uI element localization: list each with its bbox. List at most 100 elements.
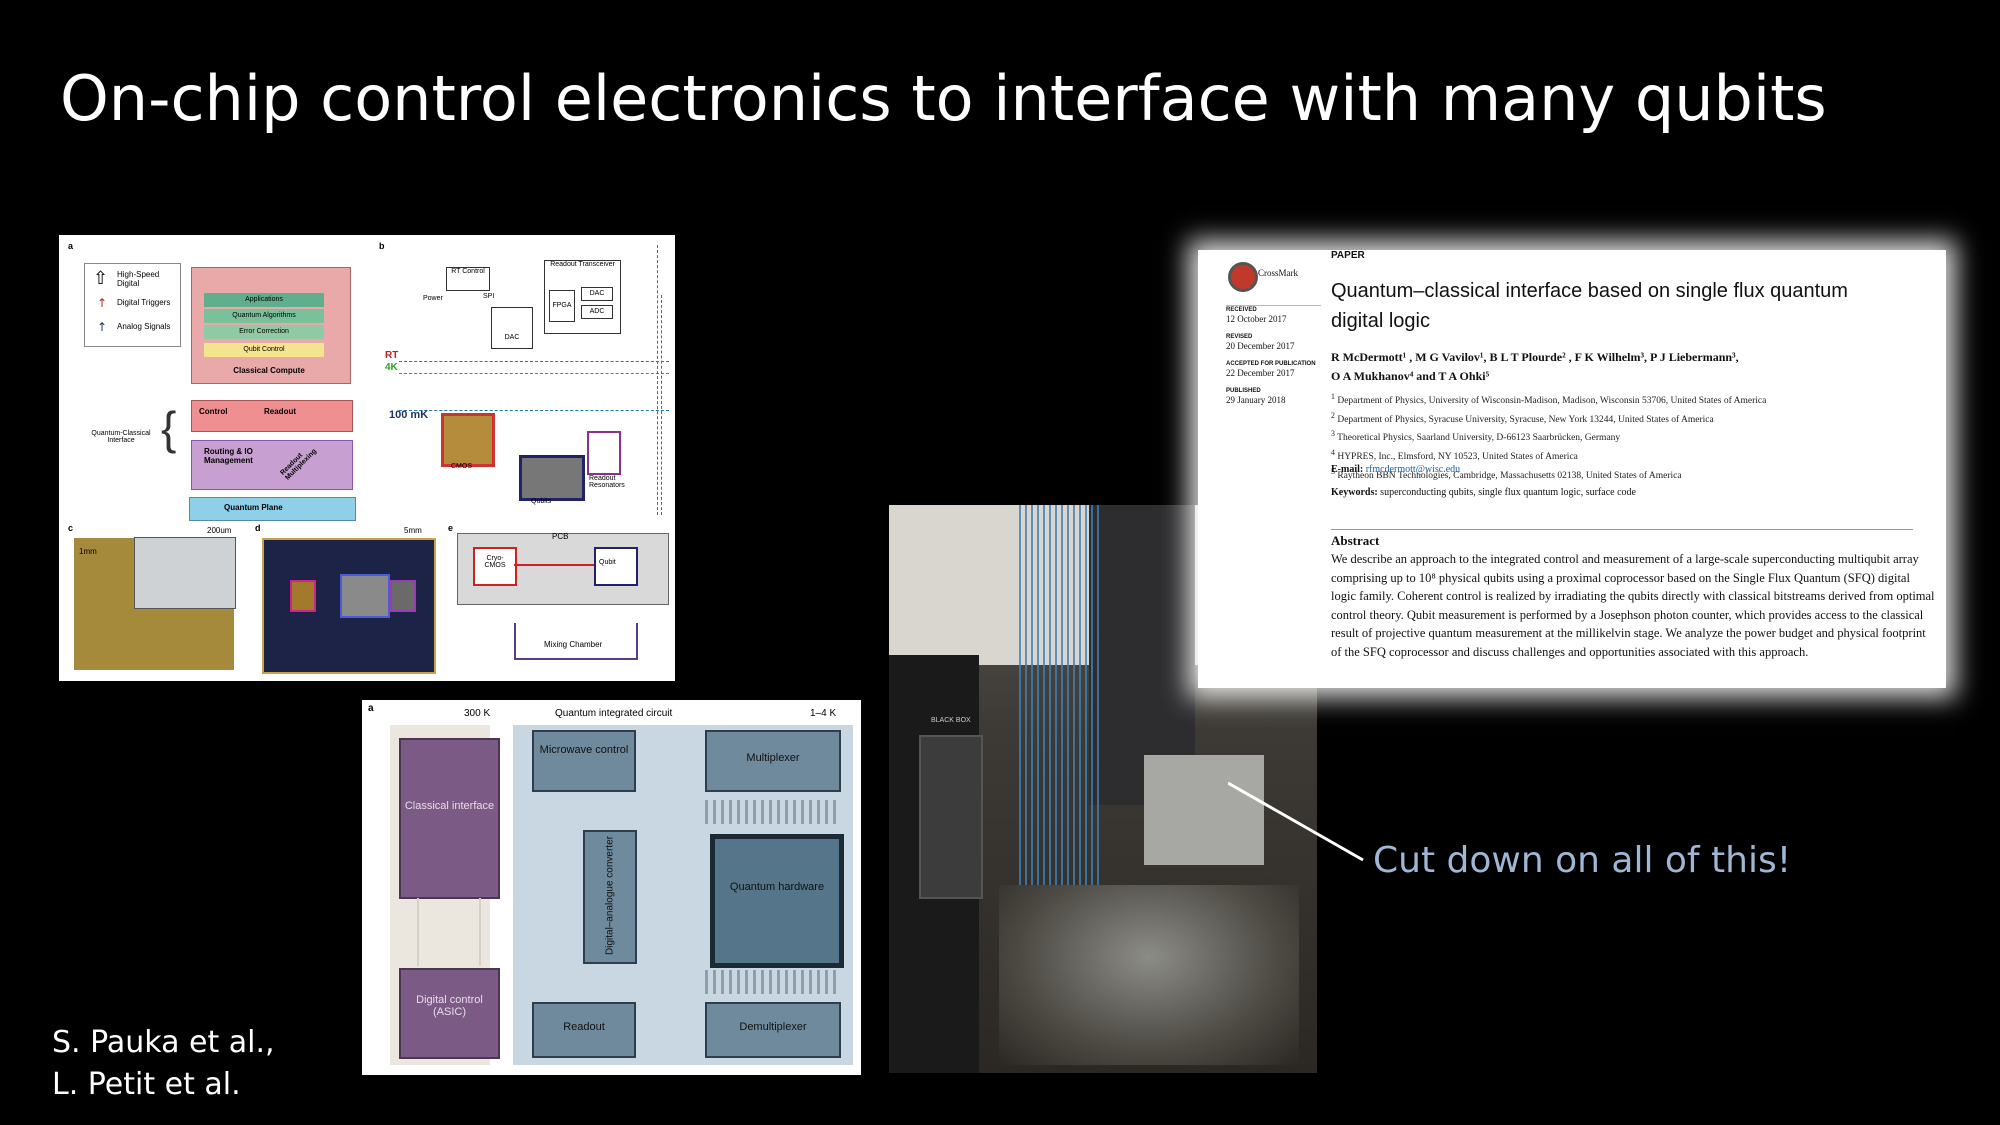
panel-label-d: d bbox=[255, 523, 261, 533]
readout-transceiver-box: Readout Transceiver bbox=[544, 260, 621, 334]
readout-block: Readout bbox=[532, 1002, 636, 1058]
qc-interface-label: Quantum-Classical Interface bbox=[91, 430, 151, 444]
multiplexer-block: Multiplexer bbox=[705, 730, 841, 792]
resonators-box bbox=[587, 431, 621, 475]
interface-bus bbox=[417, 898, 481, 966]
panel-label-e: e bbox=[448, 523, 454, 533]
quantum-plane-block bbox=[189, 497, 356, 521]
mux-pins-top bbox=[705, 800, 837, 824]
credit-line-1: S. Pauka et al., bbox=[52, 1025, 275, 1060]
resonators-label: Readout Resonators bbox=[589, 475, 625, 489]
mixing-chamber-box bbox=[514, 623, 638, 660]
100mk-label: 100 mK bbox=[389, 409, 429, 421]
callout-line bbox=[1228, 781, 1364, 862]
classical-interface-block: Classical interface bbox=[399, 738, 500, 899]
routing-block bbox=[191, 440, 353, 490]
legend-digital-triggers: Digital Triggers bbox=[117, 298, 171, 307]
meta-divider bbox=[1226, 305, 1321, 306]
qubit-label: Qubit bbox=[599, 559, 616, 566]
brace-icon: { bbox=[161, 402, 177, 454]
authors-line-1: R McDermott¹ , M G Vavilov¹, B L T Plour… bbox=[1331, 350, 1739, 364]
abstract-divider bbox=[1331, 529, 1913, 530]
layer-applications: Applications bbox=[204, 293, 324, 307]
power-label: Power bbox=[423, 295, 443, 302]
crossmark-label: CrossMark bbox=[1258, 268, 1298, 278]
qubits-label: Qubits bbox=[531, 498, 552, 505]
email-row: E-mail: rfmcdermott@wisc.edu bbox=[1331, 464, 1460, 475]
panel-label-c: c bbox=[68, 523, 74, 533]
qubits-chip bbox=[519, 455, 585, 501]
scale-1mm: 1mm bbox=[79, 547, 97, 556]
affiliation-3: 3 Theoretical Physics, Saarland Universi… bbox=[1331, 429, 1621, 444]
accepted-label: ACCEPTED FOR PUBLICATION bbox=[1226, 361, 1316, 367]
mux-pins-bottom bbox=[705, 970, 837, 994]
spi-label: SPI bbox=[483, 293, 495, 300]
qubit-die bbox=[340, 574, 390, 618]
received-date: 12 October 2017 bbox=[1226, 314, 1287, 324]
authors-line-2: O A Mukhanov⁴ and T A Ohki⁵ bbox=[1331, 369, 1490, 383]
cryostat-plumbing bbox=[999, 885, 1299, 1065]
rt-label: RT bbox=[385, 350, 399, 361]
keywords-row: Keywords: superconducting qubits, single… bbox=[1331, 487, 1636, 498]
keywords-label: Keywords: bbox=[1331, 487, 1378, 498]
dac-block: Digital–analogue converter bbox=[583, 830, 637, 964]
4k-label: 4K bbox=[385, 362, 398, 373]
link-line bbox=[514, 564, 594, 566]
rt-line bbox=[399, 361, 669, 362]
email-label: E-mail: bbox=[1331, 464, 1364, 475]
paper-label: PAPER bbox=[1331, 250, 1365, 261]
qubit-box bbox=[594, 547, 638, 586]
slide-title: On-chip control electronics to interface… bbox=[60, 62, 1827, 135]
cryo-cmos-box bbox=[473, 547, 517, 586]
layer-qubit-control: Qubit Control bbox=[204, 343, 324, 357]
affiliations: 1 Department of Physics, University of W… bbox=[1331, 390, 1931, 483]
cmos-label: CMOS bbox=[451, 463, 472, 470]
abstract-text: We describe an approach to the integrate… bbox=[1331, 552, 1935, 659]
dac-box: DAC bbox=[581, 287, 613, 301]
adc-box: ADC bbox=[581, 305, 613, 319]
cryo-cmos-label: Cryo-CMOS bbox=[484, 555, 506, 569]
figure-quantum-integrated-circuit: a 300 K Quantum integrated circuit 1–4 K… bbox=[362, 700, 861, 1075]
received-label: RECEIVED bbox=[1226, 307, 1257, 313]
published-label: PUBLISHED bbox=[1226, 388, 1261, 394]
quantum-plane-label: Quantum Plane bbox=[224, 503, 283, 512]
keywords-text: superconducting qubits, single flux quan… bbox=[1380, 487, 1636, 498]
red-arrow-icon: ↑ bbox=[97, 296, 108, 310]
dac-source-box: DAC bbox=[491, 307, 533, 349]
4k-line bbox=[399, 373, 669, 374]
temp-300k: 300 K bbox=[464, 708, 491, 719]
quantum-hardware-block: Quantum hardware bbox=[710, 834, 844, 968]
revised-date: 20 December 2017 bbox=[1226, 341, 1295, 351]
panel-label-a: a bbox=[68, 241, 74, 251]
callout-text: Cut down on all of this! bbox=[1373, 840, 1792, 881]
affiliation-4: 4 HYPRES, Inc., Elmsford, NY 10523, Unit… bbox=[1331, 447, 1578, 463]
chip-zoom-c bbox=[134, 537, 236, 609]
legend-high-speed: High-Speed Digital bbox=[117, 270, 160, 288]
100mk-line bbox=[399, 410, 669, 411]
scale-5mm: 5mm bbox=[404, 526, 422, 535]
paper-title: Quantum–classical interface based on sin… bbox=[1331, 280, 1848, 332]
fpga-box: FPGA bbox=[549, 290, 575, 322]
revised-label: REVISED bbox=[1226, 334, 1253, 340]
credit-line-2: L. Petit et al. bbox=[52, 1067, 241, 1102]
affiliation-1: 1 Department of Physics, University of W… bbox=[1331, 392, 1767, 407]
accepted-date: 22 December 2017 bbox=[1226, 368, 1295, 378]
chip-photo-d bbox=[262, 538, 436, 674]
arrow-up-icon: ⇧ bbox=[93, 268, 109, 288]
qic-header: Quantum integrated circuit bbox=[555, 708, 673, 719]
legend-box: ⇧ High-Speed Digital ↑ Digital Triggers … bbox=[84, 263, 181, 347]
cmos-die bbox=[290, 580, 316, 612]
panel-label-a: a bbox=[368, 703, 374, 714]
microwave-control-block: Microwave control bbox=[532, 730, 636, 792]
paper-card: PAPER CrossMark Quantum–classical interf… bbox=[1198, 250, 1946, 688]
mixing-chamber-label: Mixing Chamber bbox=[544, 640, 603, 649]
email-link[interactable]: rfmcdermott@wisc.edu bbox=[1365, 464, 1461, 475]
abstract-label: Abstract bbox=[1331, 533, 1380, 548]
credit: S. Pauka et al., L. Petit et al. bbox=[52, 1022, 275, 1106]
rack-label: BLACK BOX bbox=[931, 717, 971, 724]
figure-cryo-cmos-architecture: a ⇧ High-Speed Digital ↑ Digital Trigger… bbox=[59, 235, 675, 681]
scale-200um: 200um bbox=[207, 526, 232, 535]
layer-error-correction: Error Correction bbox=[204, 325, 324, 339]
red-vert-line bbox=[657, 245, 658, 515]
demultiplexer-block: Demultiplexer bbox=[705, 1002, 841, 1058]
